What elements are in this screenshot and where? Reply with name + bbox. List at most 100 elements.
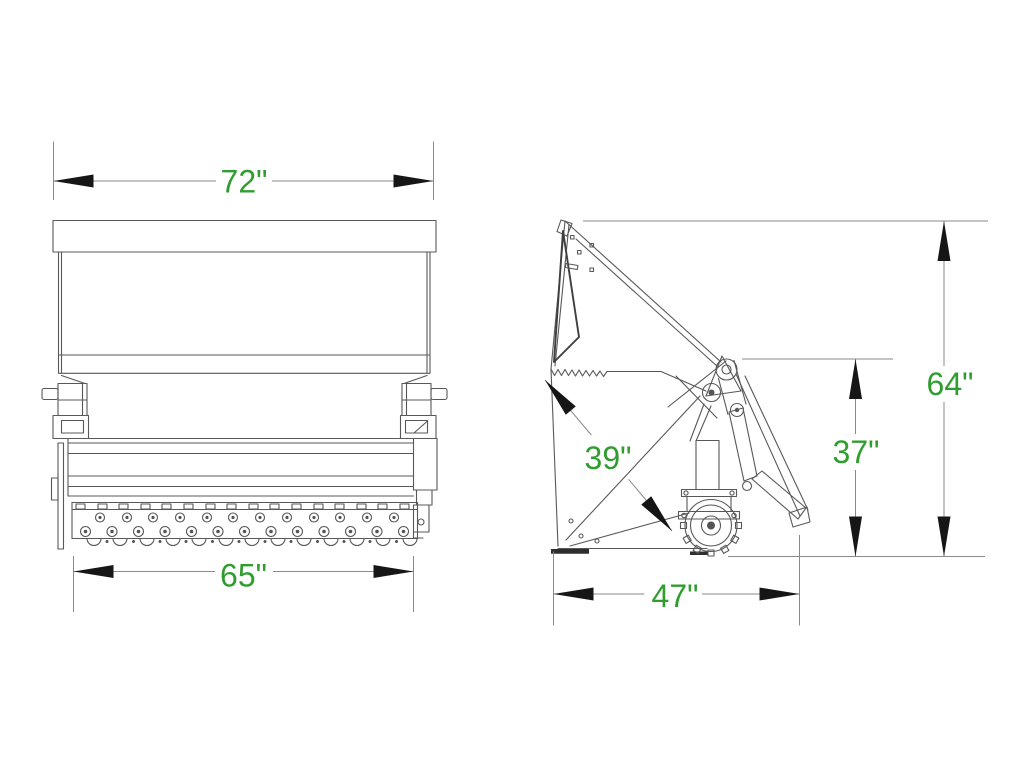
front-view: 72" <box>41 141 448 612</box>
bolt <box>227 512 239 523</box>
bolt <box>147 512 159 523</box>
clip <box>269 503 280 510</box>
hopper-body <box>57 251 431 374</box>
hydraulic-cylinder <box>677 439 741 520</box>
roller-tooth <box>323 537 339 547</box>
hole <box>576 249 582 255</box>
clip <box>118 503 129 510</box>
bolt <box>291 525 304 538</box>
pin <box>41 387 59 401</box>
clip <box>140 503 151 510</box>
bolt <box>94 512 106 523</box>
left-side-plate <box>57 442 65 550</box>
bolt <box>79 525 92 538</box>
hole <box>578 533 584 539</box>
left-nub <box>50 477 59 501</box>
bolt <box>159 525 171 538</box>
clip <box>377 503 388 510</box>
roller-tooth <box>165 537 181 547</box>
pin <box>430 387 448 401</box>
dim-label-39: 39" <box>585 440 632 476</box>
bolt <box>388 512 400 523</box>
apex-plate <box>556 219 573 237</box>
bolt <box>238 525 251 538</box>
clip <box>226 503 237 510</box>
linkage-assembly <box>667 355 758 492</box>
mount-bracket-right <box>399 374 448 440</box>
tab <box>564 262 579 271</box>
bolt <box>334 512 346 523</box>
bolt <box>344 525 357 538</box>
dim-label-37: 37" <box>833 434 880 470</box>
pivot <box>701 382 722 403</box>
roller-tooth <box>244 537 260 547</box>
hub <box>700 515 722 536</box>
wheel-tooth <box>682 534 692 544</box>
dim-roller-width: 65" <box>73 556 414 612</box>
wear-plate <box>551 549 589 554</box>
roller-tooth <box>349 537 365 547</box>
rear-foot <box>788 506 811 528</box>
hole <box>594 538 600 544</box>
arrowhead-left <box>53 174 94 188</box>
dim-label-72: 72" <box>221 164 268 200</box>
bolt <box>683 490 689 496</box>
hole <box>589 242 595 248</box>
bolt <box>281 512 293 523</box>
roller-tooth <box>375 537 391 547</box>
clip <box>291 503 302 510</box>
clip <box>313 503 324 510</box>
arrowhead-right <box>759 587 800 601</box>
bolt <box>681 512 687 519</box>
bolt <box>397 525 410 538</box>
bolt <box>729 490 735 496</box>
flange-lower <box>677 510 741 520</box>
roller-tooth <box>191 537 207 547</box>
hole <box>569 234 575 240</box>
bolt <box>106 525 118 538</box>
side-view: 64" 37" 39" 47" <box>540 219 988 626</box>
rear-plate <box>751 470 807 520</box>
hole <box>568 518 574 524</box>
roller-tooth <box>296 537 312 547</box>
bolt <box>361 512 373 523</box>
roller-tooth <box>402 537 418 547</box>
dim-label-47: 47" <box>652 578 699 614</box>
flange-upper <box>680 488 738 498</box>
dim-overall-depth: 47" <box>553 535 800 626</box>
dim-opening-diagonal: 39" <box>540 375 677 536</box>
arrowhead-up <box>849 359 862 399</box>
bucket-profile <box>550 219 811 555</box>
tilt-arm <box>728 407 758 482</box>
clip <box>75 503 86 510</box>
roller-tooth <box>270 537 286 547</box>
roller-tooth <box>112 537 128 547</box>
arrowhead-up <box>937 221 951 261</box>
bolt <box>212 525 224 538</box>
bolt <box>318 525 330 538</box>
arrowhead-upper-left <box>540 375 576 415</box>
clip <box>399 503 410 510</box>
arrowhead-lower-right <box>641 496 677 536</box>
bolt <box>185 525 198 538</box>
pivot-plate <box>705 355 742 397</box>
dim-pivot-height: 37" <box>833 359 880 557</box>
clip <box>205 503 216 510</box>
dim-label-65: 65" <box>220 558 267 594</box>
wheel-tooth <box>720 544 730 554</box>
bolt <box>201 512 213 523</box>
wheel-tooth <box>730 534 740 544</box>
rod-end <box>741 480 753 492</box>
roller-housing <box>50 437 438 550</box>
arrowhead-down <box>849 516 862 557</box>
bolt <box>265 525 277 538</box>
bolt <box>132 525 145 538</box>
roller-tooth <box>86 537 102 547</box>
clip <box>248 503 259 510</box>
dim-overall-width: 72" <box>53 141 434 200</box>
clip <box>183 503 194 510</box>
right-lower-bracket <box>412 504 430 533</box>
clip <box>97 503 108 510</box>
